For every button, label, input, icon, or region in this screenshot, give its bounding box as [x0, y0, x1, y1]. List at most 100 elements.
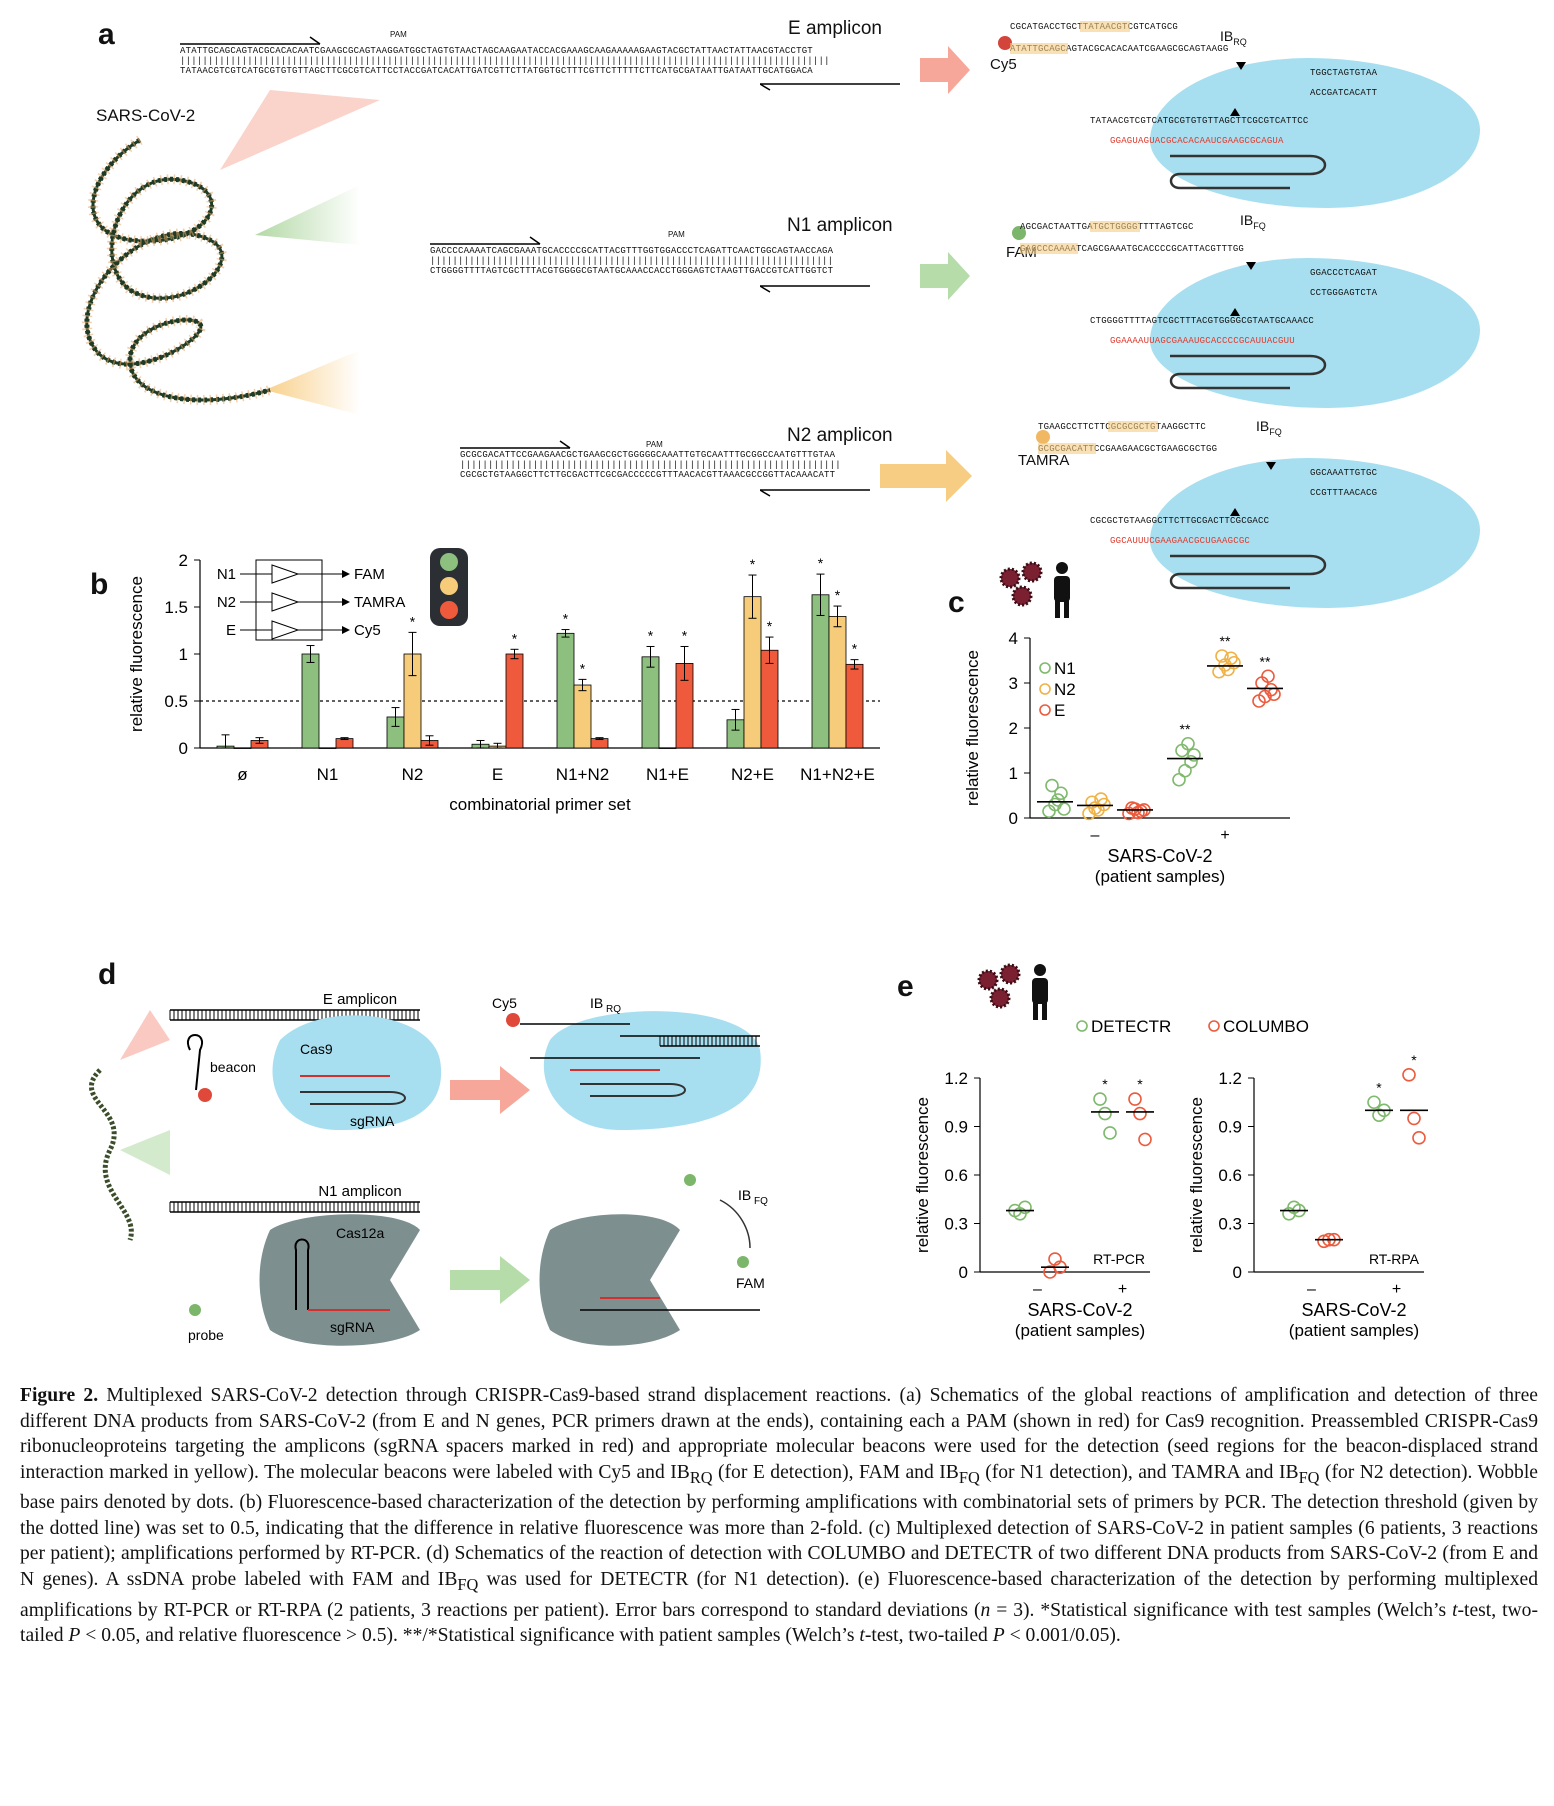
y-axis-label: relative fluorescence	[913, 1097, 932, 1253]
n1-bottom-sequence: CTGGGGTTTTAGTCGCTTTACGTGGGGCGTAATGCAAACC…	[430, 266, 834, 276]
bar	[658, 747, 677, 749]
cleavage-arrow	[719, 1199, 751, 1249]
n1-amplicon-label: N1 amplicon	[318, 1183, 401, 1200]
legend-marker	[1208, 1020, 1220, 1032]
target-strand: CGCGCTGTAAGGCTTCTTGCGACTTCGCGACC	[1090, 516, 1270, 526]
logic-gate-icon	[271, 592, 300, 612]
significance-marker: *	[512, 630, 518, 646]
n1-quencher-label: IBFQ	[1240, 212, 1266, 231]
data-point	[1172, 772, 1186, 787]
n2-forward-primer-arrow	[460, 440, 571, 449]
e-bottom-sequence: TATAACGTCGTCATGCGTGTGTTAGCTTCGCGTCATTCCT…	[180, 66, 813, 76]
logic-arrow-icon	[342, 598, 350, 606]
n2-reverse-primer-arrow	[760, 489, 870, 497]
significance-marker: *	[563, 611, 569, 627]
logic-output-label: FAM	[354, 566, 385, 583]
logic-arrow-icon	[342, 626, 350, 634]
x-tick-label: N2	[402, 765, 424, 784]
caption-italic: t	[1452, 1599, 1458, 1621]
caption-italic: P	[992, 1625, 1005, 1647]
cas9-label: Cas9	[300, 1041, 333, 1057]
e-pam-label: PAM	[390, 30, 407, 39]
legend-marker	[1039, 704, 1051, 716]
y-tick-label: 0	[959, 1263, 968, 1282]
n2-bottom-sequence: CGCGCTGTAAGGCTTCTTGCGACTTCGCGACCCCCGTTTA…	[460, 470, 836, 480]
bar	[301, 653, 320, 749]
legend-label: N2	[1054, 680, 1076, 699]
fam-fluorophore-icon	[737, 1256, 749, 1268]
y-tick-label: 0	[1233, 1263, 1242, 1282]
x-tick-label: +	[1220, 827, 1229, 844]
sgrna-scaffold	[1169, 154, 1327, 190]
cas12a-complex-icon	[539, 1214, 680, 1346]
seed-highlight	[1010, 43, 1068, 54]
logic-input-label: N2	[217, 594, 236, 611]
significance-marker: *	[648, 627, 654, 643]
data-point	[1178, 763, 1192, 778]
y-tick-label: 0.6	[1218, 1166, 1242, 1185]
n1-reaction-arrow	[920, 252, 970, 300]
e-dye-label: Cy5	[990, 56, 1017, 73]
x-axis-label-2: (patient samples)	[1095, 867, 1225, 886]
n2-quencher-label: IBFQ	[1256, 418, 1282, 437]
x-tick-label: N1+N2+E	[800, 765, 875, 784]
y-tick-label: 0.6	[944, 1166, 968, 1185]
ib-fq-label: IB	[738, 1187, 751, 1203]
cas12a-sgrna-label: sgRNA	[330, 1319, 375, 1335]
target-strand: CTGGGGTTTTAGTCGCTTTACGTGGGGCGTAATGCAAACC	[1090, 316, 1315, 326]
beacon-seed-highlight	[1108, 421, 1158, 432]
x-axis-label: SARS-CoV-2	[1027, 1300, 1132, 1320]
e-amplicon-label: E amplicon	[323, 991, 397, 1008]
fam-label: FAM	[736, 1275, 765, 1291]
x-tick-label: –	[1033, 1281, 1042, 1298]
displaced-strand: ATATTGCAGCAGTACGCACACAATCGAAGCGCAGTAAGG	[1010, 44, 1229, 54]
cy5-fluorophore-icon	[198, 1088, 212, 1102]
e-amplicon-title: E amplicon	[788, 18, 882, 39]
caption-part: = 3). *Statistical significance with tes…	[990, 1599, 1453, 1621]
sgrna-scaffold	[1169, 554, 1327, 590]
subplot-RT-PCR: 00.30.60.91.2**–+SARS-CoV-2(patient samp…	[913, 1069, 1154, 1340]
e-highlight-cone	[120, 1010, 170, 1060]
person-icon	[1032, 978, 1048, 1004]
data-point	[1093, 1092, 1107, 1106]
cas9-protein-blob	[1150, 58, 1480, 208]
n2-pam-label: PAM	[646, 440, 663, 449]
beacon-seed-highlight	[1080, 21, 1130, 32]
e-highlight-cone	[220, 90, 380, 170]
crrna-hairpin-icon	[294, 1238, 310, 1310]
virus-icon	[999, 567, 1021, 589]
y-tick-label: 1.2	[1218, 1069, 1242, 1088]
x-axis-label: SARS-CoV-2	[1107, 846, 1212, 866]
bar	[743, 596, 762, 749]
cy5-fluorophore-icon	[506, 1013, 520, 1027]
caption-sub: FQ	[1298, 1467, 1320, 1487]
y-tick-label: 0.3	[1218, 1215, 1242, 1234]
seed-highlight	[1038, 443, 1096, 454]
n1-reaction-arrow	[450, 1256, 530, 1304]
logic-output-label: TAMRA	[354, 594, 405, 611]
y-tick-label: 0.9	[1218, 1118, 1242, 1137]
n2-reaction-arrow	[880, 450, 972, 502]
scaffold-line	[1169, 154, 1327, 190]
ib-fq-subscript: FQ	[754, 1196, 768, 1207]
n2-pair-lines: ||||||||||||||||||||||||||||||||||||||||…	[460, 460, 841, 470]
caption-sub: RQ	[689, 1467, 713, 1487]
data-point	[1367, 1095, 1381, 1110]
n2-dye-label: TAMRA	[1018, 452, 1070, 469]
caption-part: (for E detection), FAM and IB	[712, 1461, 959, 1483]
cas9-protein-icon	[272, 1015, 442, 1130]
bar	[845, 663, 864, 749]
y-tick-label: 0	[1009, 809, 1018, 828]
caption-part: Multiplexed SARS-CoV-2 detection through…	[20, 1385, 1538, 1483]
cy5-label: Cy5	[492, 995, 517, 1011]
y-tick-label: 4	[1009, 629, 1018, 648]
cleavage-marker-icon	[1230, 108, 1240, 116]
data-point	[1098, 1106, 1112, 1121]
significance-marker: *	[818, 555, 824, 571]
virus-genome-icon	[89, 1068, 134, 1241]
traffic-light-lamp	[440, 553, 458, 571]
legend-marker	[1076, 1020, 1088, 1032]
x-tick-label: –	[1091, 827, 1100, 844]
caption-part: -test, two-tailed	[20, 1599, 1538, 1647]
legend-label: E	[1054, 701, 1065, 720]
